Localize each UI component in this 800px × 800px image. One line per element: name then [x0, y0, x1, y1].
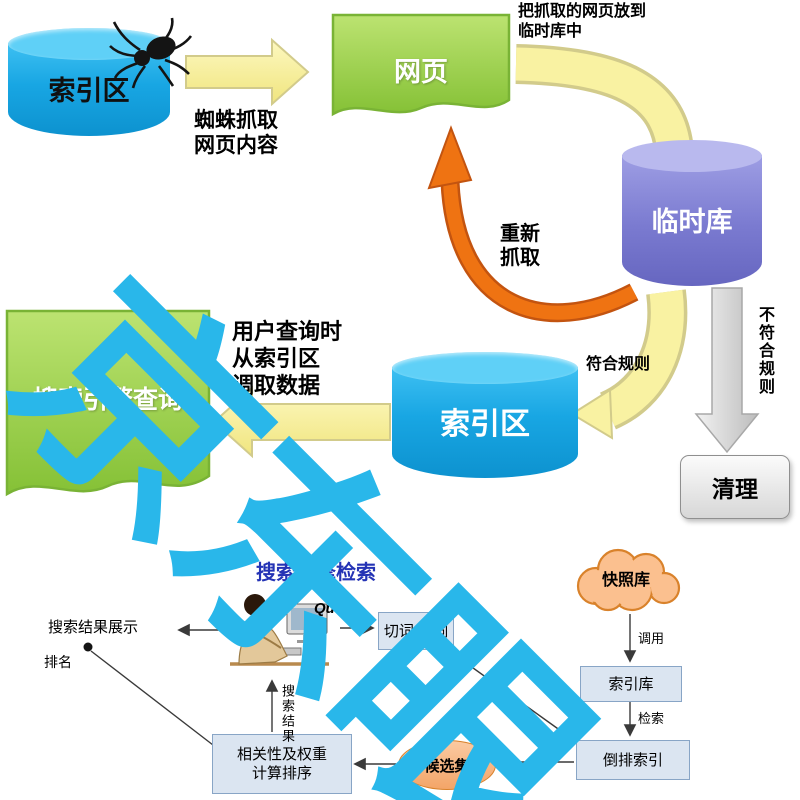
- arrow-recrawl-border: [440, 181, 639, 323]
- user-computer-clipart: [230, 594, 329, 666]
- cylinder-body: [622, 155, 762, 286]
- candidate-set-label: 候选集: [424, 757, 470, 775]
- index-lib-box: 索引库: [580, 666, 682, 702]
- inverted-index-label: 倒排索引: [602, 751, 663, 769]
- recrawl-annotation-line2: 抓取: [500, 247, 540, 269]
- cleanup-label: 清理: [712, 476, 758, 502]
- ranking-callout-dot: [83, 642, 93, 652]
- segmentation-label: 切词 划词: [383, 622, 449, 640]
- arrow-rule-fail: [694, 287, 760, 454]
- search-query-shape: [5, 309, 211, 497]
- snapshot-cloud: 快照库: [566, 540, 686, 614]
- crawl-annotation: 蜘蛛抓取 网页内容: [194, 108, 278, 158]
- arrow-to-query: [212, 385, 391, 459]
- connector-segment-to-inverted: [447, 649, 571, 738]
- arrow-crawl: [185, 37, 310, 107]
- ranking-label: 排名: [44, 654, 72, 670]
- recrawl-annotation-line1: 重新: [500, 223, 540, 245]
- retrieval-title: 搜索引擎检索: [256, 562, 376, 584]
- recrawl-annotation: 重新 抓取: [500, 222, 540, 270]
- search-query-node: 搜索引擎查询: [4, 308, 212, 514]
- index-area-mid-cylinder: 索引区: [392, 352, 578, 478]
- snapshot-label: 快照库: [601, 572, 650, 589]
- arrow-recrawl: [443, 181, 638, 320]
- query-text: Query: [314, 600, 358, 617]
- query-annotation: 用户查询时 从索引区 调取数据: [232, 318, 342, 399]
- search-query-label: 搜索引擎查询: [32, 386, 183, 414]
- webpage-node: 网页: [330, 12, 512, 130]
- index-lib-label: 索引库: [608, 675, 654, 693]
- crawl-annotation-line2: 网页内容: [194, 134, 278, 157]
- query-annotation-line1: 用户查询时: [232, 319, 343, 344]
- cloud-shape: [576, 548, 681, 612]
- cylinder-top: [392, 352, 578, 384]
- retrieve-label: 检索: [638, 711, 665, 726]
- rank-box-line1: 相关性及权重: [236, 746, 327, 763]
- index-area-mid-label: 索引区: [440, 408, 530, 441]
- temp-store-label: 临时库: [651, 206, 733, 237]
- connector-ranking-callout: [90, 650, 214, 746]
- to-temp-annotation: 把抓取的网页放到 临时库中: [518, 2, 646, 42]
- display-label: 搜索结果展示: [48, 619, 139, 636]
- arrow-recrawl-head: [427, 125, 473, 190]
- index-area-top-cylinder: 索引区: [8, 28, 170, 136]
- rule-fail-annotation: 不符合规则: [756, 306, 773, 396]
- cylinder-body: [392, 367, 578, 478]
- query-annotation-line3: 调取数据: [232, 373, 321, 398]
- cleanup-box: 清理: [680, 455, 790, 519]
- query-annotation-line2: 从索引区: [232, 346, 321, 371]
- segmentation-box: 切词 划词: [378, 612, 454, 650]
- result-label: 搜索结果: [280, 684, 295, 744]
- to-temp-annotation-line1: 把抓取的网页放到: [518, 3, 647, 20]
- candidate-set-ellipse: 候选集: [398, 740, 496, 790]
- to-temp-annotation-line2: 临时库中: [518, 23, 583, 40]
- call-label: 调用: [638, 631, 665, 646]
- index-area-top-label: 索引区: [48, 75, 130, 106]
- webpage-label: 网页: [394, 57, 448, 87]
- rank-box: 相关性及权重 计算排序: [212, 734, 352, 794]
- inverted-index-box: 倒排索引: [576, 740, 690, 780]
- rule-ok-annotation: 符合规则: [586, 356, 651, 373]
- arrow-to-temp: [515, 47, 691, 153]
- webpage-shape: [331, 13, 511, 117]
- spider-icon: [109, 17, 193, 89]
- crawl-annotation-line1: 蜘蛛抓取: [194, 109, 278, 132]
- arrow-rule-ok: [600, 289, 684, 427]
- temp-store-cylinder: 临时库: [622, 140, 762, 286]
- cylinder-top: [622, 140, 762, 172]
- arrow-rule-ok-head: [570, 388, 614, 440]
- rank-box-line2: 计算排序: [251, 765, 312, 782]
